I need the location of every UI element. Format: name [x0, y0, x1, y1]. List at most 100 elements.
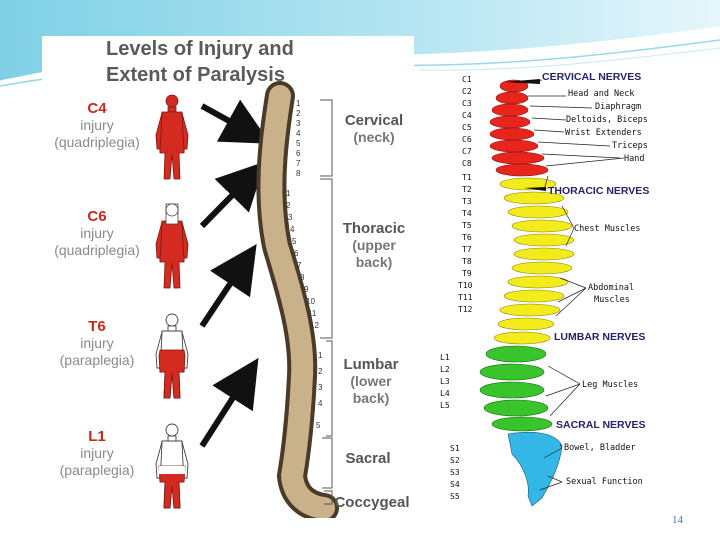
region-name: Thoracic	[342, 220, 406, 237]
figure-title-line1: Levels of Injury and	[106, 38, 294, 60]
region-name: Sacral	[345, 450, 391, 467]
level-label: S3	[450, 468, 460, 477]
case-injury: injury	[80, 445, 114, 461]
sacral-level-labels: S1 S2 S3 S4 S5	[450, 444, 460, 501]
level-label: L1	[440, 353, 450, 362]
body-figure-c6	[155, 203, 189, 289]
vert-num: 4	[296, 129, 301, 138]
vert-num: 7	[297, 261, 302, 270]
heading-thoracic-nerves: THORACIC NERVES	[548, 185, 649, 197]
lumbar-numbers: 1 2 3 4 5	[316, 351, 323, 430]
level-label: T8	[462, 257, 472, 266]
region-sacral: Sacral	[336, 450, 400, 467]
vert-num: 8	[300, 273, 305, 282]
region-name: Lumbar	[343, 356, 399, 373]
function-leg: Leg Muscles	[582, 380, 638, 390]
case-c4-label: C4 injury (quadriplegia)	[42, 100, 152, 151]
region-sub2: back)	[352, 390, 390, 406]
level-label: S4	[450, 480, 460, 489]
case-level: L1	[88, 428, 106, 445]
case-injury: injury	[80, 335, 114, 351]
case-injury: injury	[80, 117, 114, 133]
cervical-level-labels: C1 C2 C3 C4 C5 C6 C7 C8	[462, 75, 472, 168]
slide-number: 14	[672, 514, 683, 526]
body-figure-c4	[155, 94, 189, 180]
level-label: T1	[462, 173, 472, 182]
vert-num: 10	[306, 297, 315, 306]
region-sub1: (upper	[352, 237, 396, 253]
case-c6-label: C6 injury (quadriplegia)	[42, 208, 152, 259]
region-coccygeal: Coccygeal	[330, 494, 414, 511]
arrow-t6	[199, 244, 257, 328]
arrow-c6	[199, 161, 266, 229]
arrow-l1	[199, 357, 259, 448]
vert-num: 6	[296, 149, 301, 158]
figure-title-line2: Extent of Paralysis	[106, 64, 285, 86]
level-label: L3	[440, 377, 450, 386]
level-label: C5	[462, 123, 472, 132]
case-type: (paraplegia)	[59, 352, 135, 368]
case-level: C4	[87, 100, 107, 117]
level-label: T2	[462, 185, 472, 194]
function-abdominal-2: Muscles	[594, 295, 630, 305]
body-figure-l1	[155, 423, 189, 509]
vert-num: 5	[316, 421, 321, 430]
level-label: C3	[462, 99, 472, 108]
leader-lines	[527, 79, 625, 491]
vert-num: 9	[304, 285, 309, 294]
vert-num: 5	[292, 237, 297, 246]
vert-num: 11	[308, 309, 317, 318]
level-label: T3	[462, 197, 472, 206]
level-label: C1	[462, 75, 472, 84]
heading-cervical-nerves: CERVICAL NERVES	[542, 71, 641, 83]
vert-num: 6	[294, 249, 299, 258]
level-label: T9	[462, 269, 472, 278]
function-sexual: Sexual Function	[566, 477, 643, 487]
vert-num: 2	[318, 367, 323, 376]
vert-num: 2	[296, 109, 301, 118]
heading-sacral-nerves: SACRAL NERVES	[556, 419, 645, 431]
vert-num: 2	[286, 201, 291, 210]
vert-num: 8	[296, 169, 301, 178]
case-level: C6	[87, 208, 107, 225]
function-hand: Hand	[624, 154, 644, 164]
injury-levels-figure: Levels of Injury and Extent of Paralysis…	[42, 36, 414, 518]
function-diaphragm: Diaphragm	[595, 102, 641, 112]
case-injury: injury	[80, 225, 114, 241]
level-label: C4	[462, 111, 472, 120]
thoracic-level-labels: T1 T2 T3 T4 T5 T6 T7 T8 T9 T10 T11 T12	[458, 173, 473, 314]
region-brackets	[320, 99, 333, 505]
function-triceps: Triceps	[612, 141, 648, 151]
vert-num: 1	[296, 99, 301, 108]
nerve-function-figure: C1 C2 C3 C4 C5 C6 C7 C8 T1 T2 T3 T4 T5 T…	[440, 71, 649, 507]
case-type: (quadriplegia)	[54, 242, 140, 258]
lumbar-level-labels: L1 L2 L3 L4 L5	[440, 353, 450, 410]
cervical-numbers: 1 2 3 4 5 6 7 8	[296, 99, 301, 178]
vert-num: 1	[318, 351, 323, 360]
function-head-neck: Head and Neck	[568, 89, 635, 99]
level-label: L5	[440, 401, 450, 410]
case-level: T6	[88, 318, 106, 335]
vert-num: 3	[296, 119, 301, 128]
level-label: L4	[440, 389, 450, 398]
level-label: S5	[450, 492, 460, 501]
spine-illustration	[256, 81, 339, 518]
region-sub1: (lower	[350, 373, 392, 389]
level-label: T11	[458, 293, 473, 302]
function-abdominal-1: Abdominal	[588, 283, 634, 293]
level-label: C2	[462, 87, 472, 96]
arrow-c4	[200, 99, 271, 144]
region-lumbar: Lumbar (lower back)	[336, 356, 406, 407]
colored-spine	[479, 79, 575, 507]
thoracic-numbers: 1 2 3 4 5 6 7 8 9 10 11 12	[286, 189, 319, 330]
level-label: C6	[462, 135, 472, 144]
level-label: T6	[462, 233, 472, 242]
case-t6-label: T6 injury (paraplegia)	[42, 318, 152, 369]
vert-num: 4	[290, 225, 295, 234]
level-label: C7	[462, 147, 472, 156]
heading-lumbar-nerves: LUMBAR NERVES	[554, 331, 645, 343]
region-sub2: back)	[355, 254, 393, 270]
level-label: T7	[462, 245, 472, 254]
figure-title: Levels of Injury and Extent of Paralysis	[106, 36, 406, 88]
heading-arrows	[504, 79, 546, 191]
